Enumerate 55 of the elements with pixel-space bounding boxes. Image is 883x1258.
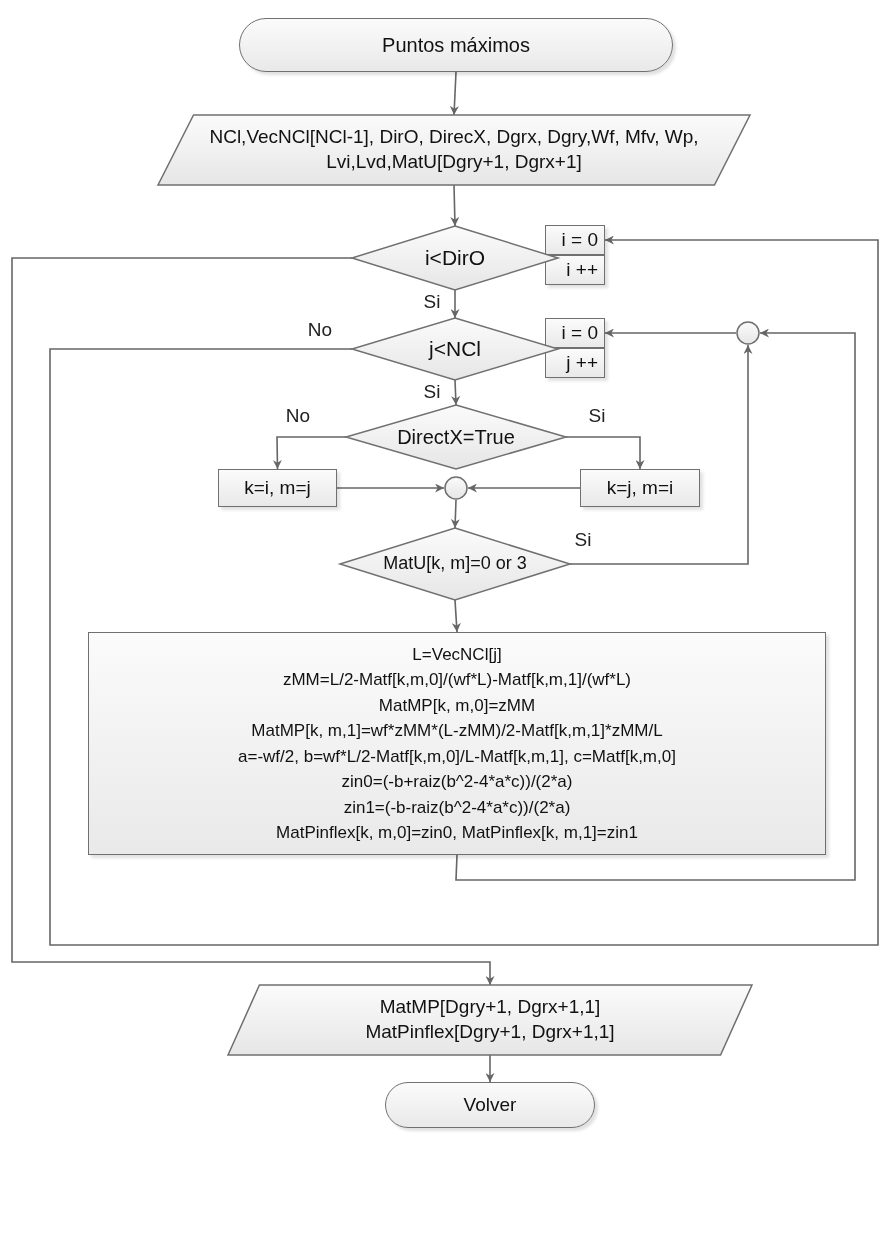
formula-text: zin0=(-b+raiz(b^2-4*a*c))/(2*a)	[341, 771, 573, 793]
node-text: Volver	[463, 1092, 517, 1117]
formula-text: zMM=L/2-Matf[k,m,0]/(wf*L)-Matf[k,m,1]/(wf*L)	[282, 669, 632, 691]
arrow	[450, 184, 460, 227]
arrow	[450, 289, 460, 319]
process-box	[88, 632, 826, 855]
arrow	[565, 436, 645, 470]
loop-counter-box	[545, 225, 605, 255]
arrow	[449, 71, 459, 116]
node-text: NCl,VecNCl[NCl-1], DirO, DirecX, Dgrx, Dgry,Wf, Mfv, Wp, Lvi,Lvd,MatU[Dgry+1, Dgrx+1]	[208, 125, 700, 174]
arrow	[11, 257, 495, 986]
arrow	[569, 344, 753, 565]
process-box	[218, 469, 337, 507]
node-text: i = 0	[561, 227, 598, 252]
formula-text: MatMP[k, m,1]=wf*zMM*(L-zMM)/2-Matf[k,m,1]*zMM/L	[251, 720, 663, 742]
node-text: j<NCl	[429, 336, 481, 363]
connector-circle	[736, 321, 760, 345]
node-text: MatU[k, m]=0 or 3	[383, 552, 527, 576]
loop-counter-box	[545, 318, 605, 348]
node-text: MatMP[Dgry+1, Dgrx+1,1] MatPinflex[Dgry+1, Dgrx+1,1]	[364, 995, 616, 1044]
decision-diamond	[340, 528, 570, 600]
arrow	[450, 499, 460, 529]
terminal-shape	[239, 18, 673, 72]
node-text: k=j, m=i	[606, 475, 674, 500]
input-output-shape	[228, 985, 752, 1055]
node-text: DirectX=True	[397, 425, 515, 450]
arrow	[455, 328, 856, 881]
arrow	[485, 1054, 495, 1083]
node-text: j ++	[566, 350, 598, 375]
arrow	[49, 235, 879, 946]
arrow	[604, 328, 737, 338]
decision-diamond	[352, 318, 558, 380]
formula-text: MatMP[k, m,0]=zMM	[378, 694, 536, 717]
node-text: i = 0	[561, 320, 598, 345]
node-text: Puntos máximos	[382, 33, 530, 58]
formula-text: a=-wf/2, b=wf*L/2-Matf[k,m,0]/L-Matf[k,m,1], c=Matf[k,m,0]	[238, 745, 676, 768]
formula-text: MatPinflex[k, m,0]=zin0, MatPinflex[k, m,1]=zin1	[276, 822, 638, 844]
terminal-shape	[385, 1082, 595, 1128]
arrow	[451, 379, 461, 406]
arrow	[467, 483, 581, 493]
arrow	[336, 483, 445, 493]
loop-counter-box	[545, 348, 605, 378]
arrow	[272, 436, 347, 470]
connector-circle	[444, 476, 468, 500]
decision-diamond	[346, 405, 566, 469]
input-output-shape	[158, 115, 750, 185]
node-text: i<DirO	[424, 245, 486, 272]
formula-text: L=VecNCl[j]	[412, 643, 502, 666]
arrow	[451, 599, 461, 633]
process-box	[580, 469, 700, 507]
loop-counter-box	[545, 255, 605, 285]
node-text: i ++	[566, 257, 598, 282]
decision-diamond	[352, 226, 558, 290]
formula-text: zin1=(-b-raiz(b^2-4*a*c))/(2*a)	[343, 796, 571, 819]
node-text: k=i, m=j	[244, 475, 311, 500]
